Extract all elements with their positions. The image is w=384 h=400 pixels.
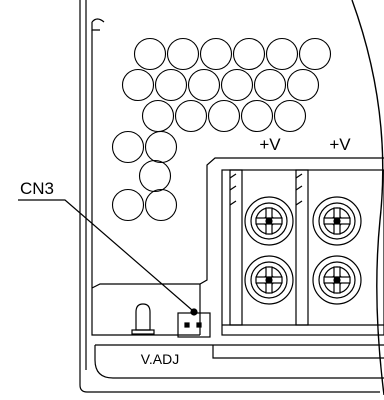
- vent-hole: [174, 99, 208, 133]
- cn3-connector: [177, 308, 211, 338]
- terminal-block: [221, 169, 384, 336]
- vent-hole: [111, 188, 145, 222]
- vent-hole: [265, 37, 299, 71]
- vent-hole: [166, 37, 200, 71]
- terminal-label-left: +V: [259, 135, 281, 154]
- vent-hole: [141, 99, 175, 133]
- vent-hole: [154, 68, 188, 102]
- housing-outline: [79, 0, 384, 396]
- vent-hole: [207, 99, 241, 133]
- indicator-led: [131, 303, 155, 335]
- vent-hole: [138, 159, 172, 193]
- terminal-label-right: +V: [329, 135, 351, 154]
- cn3-leader-line: [18, 199, 193, 311]
- vent-hole: [144, 188, 178, 222]
- vent-hole: [298, 37, 332, 71]
- vent-hole: [133, 37, 167, 71]
- vent-hole: [253, 68, 287, 102]
- screw-head: [244, 196, 294, 246]
- vent-hole: [273, 99, 307, 133]
- cn3-label: CN3: [20, 179, 54, 198]
- vent-hole: [121, 68, 155, 102]
- vent-hole: [240, 99, 274, 133]
- vadj-panel: [94, 344, 384, 379]
- vent-hole: [232, 37, 266, 71]
- screw-head: [312, 196, 362, 246]
- vent-hole: [220, 68, 254, 102]
- vent-hole: [111, 130, 145, 164]
- ventilation-holes: [111, 37, 332, 222]
- vent-hole: [144, 130, 178, 164]
- vent-hole: [187, 68, 221, 102]
- vent-hole: [286, 68, 320, 102]
- inner-frame-lines: [91, 157, 384, 335]
- vadj-label: V.ADJ: [141, 351, 179, 367]
- vent-hole: [199, 37, 233, 71]
- terminal-screws: [244, 196, 362, 305]
- screw-head: [244, 255, 294, 305]
- screw-head: [312, 255, 362, 305]
